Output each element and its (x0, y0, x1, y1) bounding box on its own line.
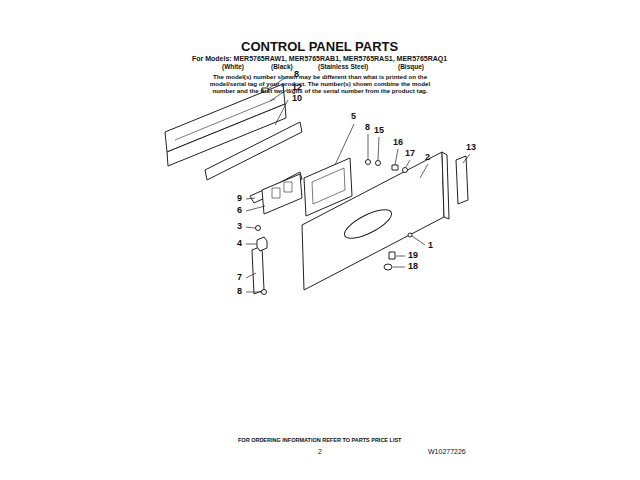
clip (389, 252, 395, 259)
callout-number: 18 (408, 262, 418, 272)
color-name: (White) (222, 63, 244, 70)
screw (256, 226, 261, 231)
control-module (262, 174, 302, 214)
leader-lines (246, 76, 470, 292)
callout-number: 8 (294, 70, 299, 80)
callout-number: 16 (393, 138, 403, 148)
hole (408, 233, 412, 237)
clip (392, 165, 398, 170)
model-list: For Models: MER5765RAW1, MER5765RAB1, ME… (192, 55, 447, 63)
callout-number: 8 (365, 123, 370, 133)
footer-note: FOR ORDERING INFORMATION REFER TO PARTS … (238, 437, 401, 443)
knob (257, 237, 267, 251)
screw (403, 168, 408, 173)
callout-number: 17 (405, 149, 415, 159)
callout-number: 13 (466, 143, 476, 153)
color-name: (Stainless Steel) (318, 63, 368, 70)
callout-number: 7 (237, 273, 242, 283)
grommet (376, 161, 381, 166)
pad (384, 264, 392, 270)
callout-number: 15 (374, 126, 384, 136)
document-number: W10277226 (428, 448, 466, 456)
main-panel-side (442, 152, 449, 219)
main-panel (302, 152, 444, 290)
callout-number: 5 (351, 112, 356, 122)
callout-number: 3 (237, 222, 242, 232)
callout-number: 8 (237, 287, 242, 297)
panel-window (341, 204, 396, 244)
end-cap (252, 246, 264, 294)
note: The model(s) number shown may be differe… (202, 74, 438, 94)
end-cap (456, 156, 468, 204)
color-name: (Bisque) (398, 63, 424, 70)
callout-number: 2 (425, 153, 430, 163)
screw (366, 160, 371, 165)
color-name: (Black) (271, 63, 293, 70)
callout-number: 4 (237, 239, 242, 249)
rear-panel-face (167, 104, 286, 166)
callout-number: 6 (237, 206, 242, 216)
screw (262, 290, 267, 295)
page-number: 2 (318, 448, 322, 456)
callout-number: 12 (292, 83, 302, 93)
strip (205, 122, 302, 180)
callout-number: 19 (408, 251, 418, 261)
callout-number: 9 (237, 194, 242, 204)
sheet-title: CONTROL PANEL PARTS (241, 40, 398, 54)
callout-number: 10 (292, 94, 302, 104)
callout-number: 1 (428, 241, 433, 251)
